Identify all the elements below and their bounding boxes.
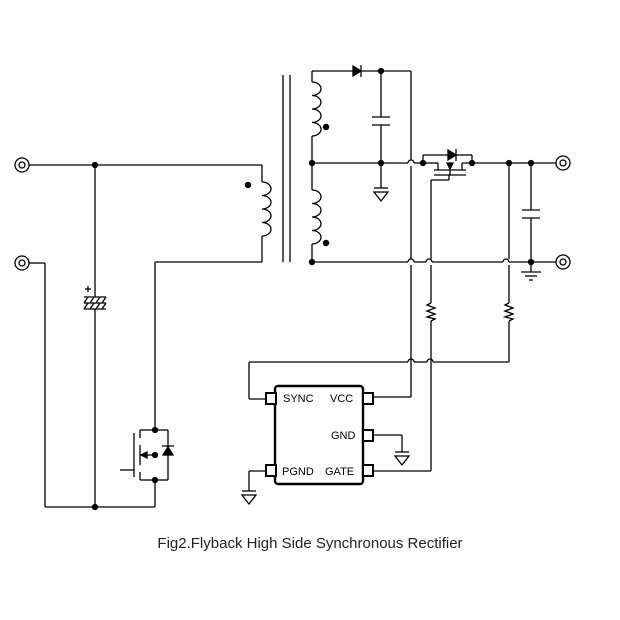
output-capacitor-icon	[522, 209, 540, 219]
figure-caption: Fig2.Flyback High Side Synchronous Recti…	[157, 535, 463, 552]
pin-label-gnd: GND	[331, 430, 356, 442]
output-terminal-top-icon	[555, 155, 571, 171]
pin-sync	[265, 392, 277, 405]
sr-diode-icon	[447, 148, 458, 162]
output-terminal-bottom-icon	[555, 254, 571, 270]
transformer-icon	[261, 75, 322, 262]
pin-gate	[362, 464, 374, 477]
aux-ground-icon	[372, 187, 390, 203]
pin-label-pgnd: PGND	[282, 466, 314, 478]
output-ground-icon	[521, 271, 541, 281]
sr-mosfet-icon	[434, 162, 466, 180]
input-terminal-top-icon	[14, 157, 30, 173]
primary-mosfet-icon	[120, 429, 175, 481]
ic-gnd-ground-icon	[373, 434, 411, 467]
pin-label-sync: SYNC	[283, 393, 314, 405]
ic-pgnd-ground-icon	[240, 470, 266, 506]
pin-gnd	[362, 429, 374, 442]
pin-pgnd	[265, 464, 277, 477]
pin-label-vcc: VCC	[330, 393, 353, 405]
controller-ic	[265, 384, 374, 486]
polarized-capacitor-icon	[83, 286, 107, 318]
pin-vcc	[362, 392, 374, 405]
aux-diode-icon	[352, 64, 363, 78]
aux-wiring	[311, 70, 412, 397]
resistor-gate-icon	[424, 302, 437, 322]
resistor-sync-icon	[502, 302, 515, 322]
aux-capacitor-icon	[372, 116, 390, 126]
input-terminal-bottom-icon	[14, 255, 30, 271]
primary-wiring	[29, 164, 263, 508]
secondary-wiring	[248, 154, 556, 472]
pin-label-gate: GATE	[325, 466, 354, 478]
